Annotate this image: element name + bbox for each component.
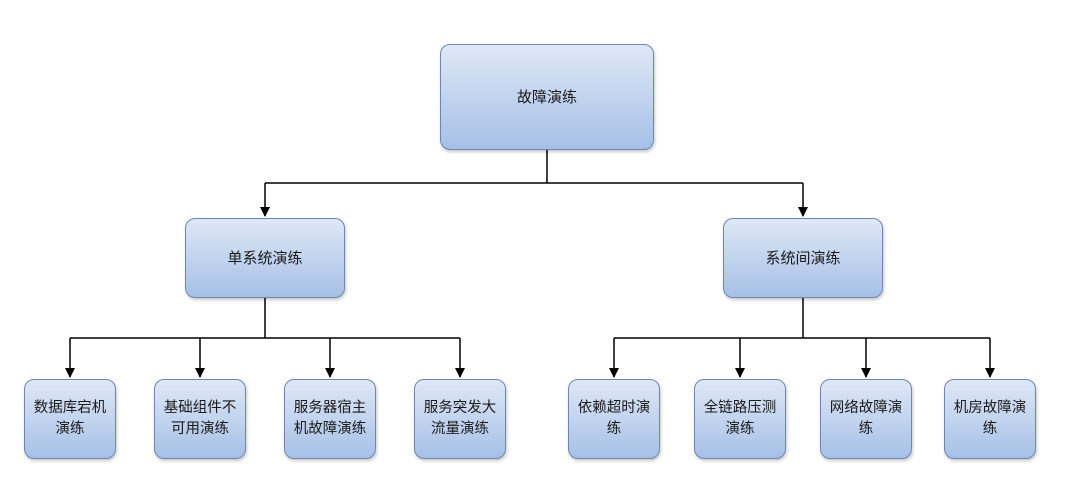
root-node: 故障演练 [440, 44, 654, 150]
leaf-label-line1: 基础组件不 [163, 400, 237, 416]
leaf-label-line1: 全链路压测 [703, 400, 777, 416]
leaf-label-line2: 演练 [725, 421, 755, 437]
leaf-label-line1: 网络故障演 [829, 400, 903, 416]
leaf-node-network-failure: 网络故障演 练 [820, 379, 912, 459]
leaf-label-line2: 练 [982, 421, 998, 437]
leaf-label-line1: 依赖超时演 [577, 400, 651, 416]
connector-single-system-to-leaves [70, 298, 460, 339]
branch-label: 单系统演练 [227, 248, 303, 267]
leaf-label-line2: 流量演练 [431, 421, 489, 437]
leaf-node-database-outage: 数据库宕机 演练 [24, 379, 116, 459]
connector-root-to-branches [265, 150, 803, 184]
leaf-label-line1: 服务器宿主 [293, 400, 367, 416]
leaf-node-traffic-surge: 服务突发大 流量演练 [414, 379, 506, 459]
branch-label: 系统间演练 [765, 248, 841, 267]
leaf-node-dependency-timeout: 依赖超时演 练 [568, 379, 660, 459]
root-label: 故障演练 [516, 87, 577, 106]
leaf-label-line2: 练 [858, 421, 874, 437]
leaf-node-datacenter-failure: 机房故障演 练 [944, 379, 1036, 459]
connector-inter-system-to-leaves [614, 298, 990, 339]
branch-node-inter-system: 系统间演练 [723, 218, 883, 298]
leaf-label-line1: 服务突发大 [423, 400, 497, 416]
leaf-node-full-link-stress-test: 全链路压测 演练 [694, 379, 786, 459]
leaf-label-line2: 演练 [55, 421, 85, 437]
leaf-label-line1: 机房故障演 [953, 400, 1027, 416]
leaf-label-line2: 可用演练 [171, 421, 229, 437]
leaf-label-line1: 数据库宕机 [33, 400, 107, 416]
leaf-label-line2: 机故障演练 [293, 421, 367, 437]
leaf-node-host-failure: 服务器宿主 机故障演练 [284, 379, 376, 459]
branch-node-single-system: 单系统演练 [185, 218, 345, 298]
leaf-node-base-component-unavailable: 基础组件不 可用演练 [154, 379, 246, 459]
leaf-label-line2: 练 [606, 421, 622, 437]
